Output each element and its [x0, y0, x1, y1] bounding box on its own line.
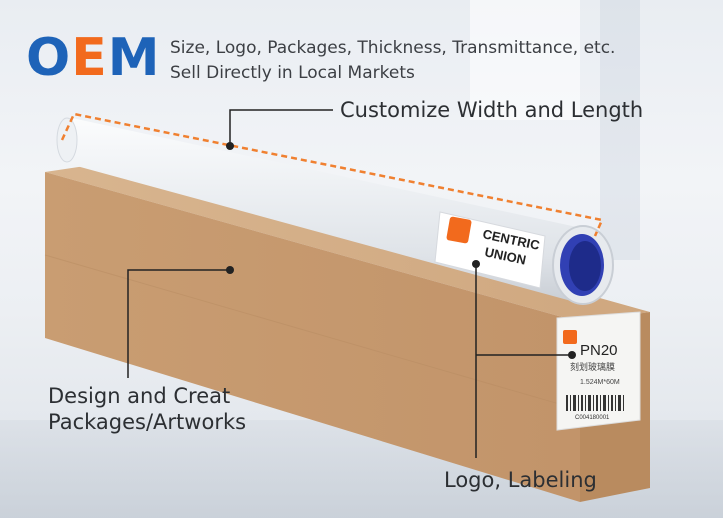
barcode-number: C004180001: [575, 415, 610, 421]
barcode: [566, 395, 624, 411]
oem-logo-m: M: [107, 28, 161, 88]
callout-design-packages: Design and Creat Packages/Artworks: [48, 383, 246, 436]
box-top-face: [45, 162, 650, 322]
oem-logo-e: E: [71, 28, 108, 88]
callout-logo-labeling: Logo, Labeling: [444, 468, 597, 492]
callout-customize-width-length: Customize Width and Length: [340, 98, 644, 122]
brand-logo-icon: [446, 216, 472, 244]
width-dashed-outline: [60, 112, 604, 237]
box-label-size: 1.524M*60M: [580, 379, 620, 386]
callout-line-width: [226, 109, 333, 150]
box-end-label: PN20 刻划玻璃膜 1.524M*60M C004180001: [556, 311, 641, 431]
callout-line-design: [127, 266, 234, 378]
roll-end-core: [552, 225, 614, 305]
oem-logo-o: O: [26, 28, 72, 88]
box-label-subtitle: 刻划玻璃膜: [570, 361, 615, 372]
background-window: [470, 0, 580, 120]
tagline-sell-directly: Sell Directly in Local Markets: [170, 63, 415, 83]
callout-line-logo: [472, 260, 576, 458]
box-label-logo-icon: [563, 330, 577, 344]
callout-design-line1: Design and Creat: [48, 384, 231, 408]
tagline-customization: Size, Logo, Packages, Thickness, Transmi…: [170, 38, 616, 58]
box-front-face: [45, 172, 580, 502]
box-label-code: PN20: [580, 342, 618, 359]
callout-design-line2: Packages/Artworks: [48, 410, 247, 435]
oem-logo: OEM: [26, 28, 161, 88]
background-column: [600, 0, 640, 260]
